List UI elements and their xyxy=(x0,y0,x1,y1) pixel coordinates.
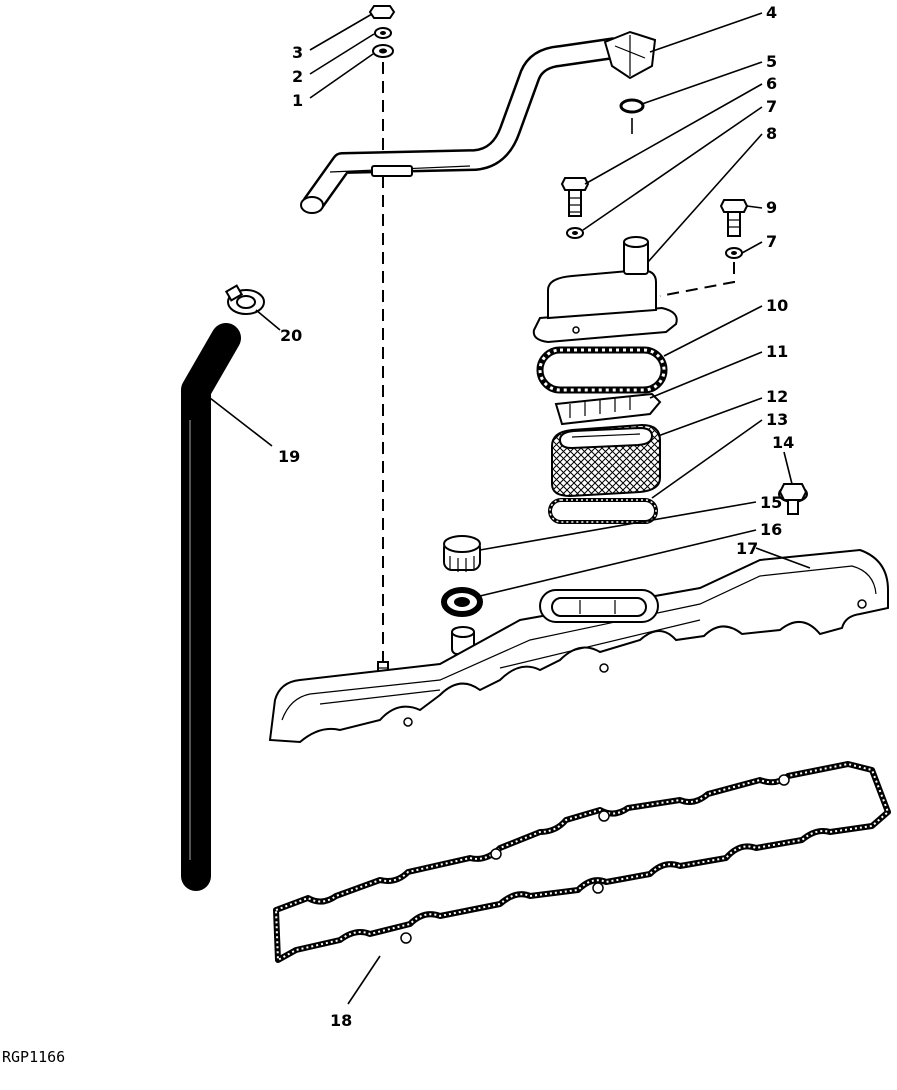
figure-code: RGP1166 xyxy=(2,1048,66,1066)
callout-7-lower: 7 xyxy=(766,232,777,251)
callout-20: 20 xyxy=(280,326,302,345)
part-5-o-ring xyxy=(619,98,645,114)
callout-10: 10 xyxy=(766,296,788,315)
callout-15: 15 xyxy=(760,493,782,512)
part-8-breather-cover xyxy=(532,236,678,344)
part-15-gasket xyxy=(548,498,658,524)
callout-3: 3 xyxy=(292,43,303,62)
part-1-washer xyxy=(372,44,394,58)
part-9-cap-screw xyxy=(719,199,749,237)
callout-12: 12 xyxy=(766,387,788,406)
callout-13: 13 xyxy=(766,410,788,429)
callout-2: 2 xyxy=(292,67,303,86)
part-11-baffle xyxy=(554,392,662,426)
callout-16: 16 xyxy=(760,520,782,539)
part-10-gasket xyxy=(536,346,668,394)
callout-19: 19 xyxy=(278,447,300,466)
callout-4: 4 xyxy=(766,3,777,22)
assembly-line-screw xyxy=(659,262,735,297)
callout-14: 14 xyxy=(772,433,794,452)
callout-5: 5 xyxy=(766,52,777,71)
callout-17: 17 xyxy=(736,539,758,558)
part-4-breather-tube xyxy=(300,30,657,214)
part-17-rocker-arm-cover xyxy=(268,548,889,744)
callout-7-upper: 7 xyxy=(766,97,777,116)
part-12-filter-element xyxy=(551,423,661,498)
callout-labels: 1 2 3 4 5 6 7 7 8 9 10 11 12 13 14 15 16… xyxy=(278,3,794,1030)
part-7-washer-left xyxy=(566,227,584,239)
callout-9: 9 xyxy=(766,198,777,217)
part-3-nut xyxy=(368,5,396,19)
callout-18: 18 xyxy=(330,1011,352,1030)
callout-11: 11 xyxy=(766,342,788,361)
callout-8: 8 xyxy=(766,124,777,143)
part-19-hose xyxy=(181,323,241,891)
part-16-seal xyxy=(441,587,483,617)
part-14-screw xyxy=(778,483,808,515)
part-20-hose-clamp xyxy=(224,284,265,315)
callout-6: 6 xyxy=(766,74,777,93)
part-7-washer-right xyxy=(725,247,743,259)
part-18-cover-gasket xyxy=(273,761,891,963)
callout-1: 1 xyxy=(292,91,303,110)
part-2-lock-washer xyxy=(374,27,392,39)
leader-lines xyxy=(209,12,811,1005)
part-16-grommet xyxy=(443,535,481,572)
part-6-cap-screw xyxy=(560,177,590,217)
